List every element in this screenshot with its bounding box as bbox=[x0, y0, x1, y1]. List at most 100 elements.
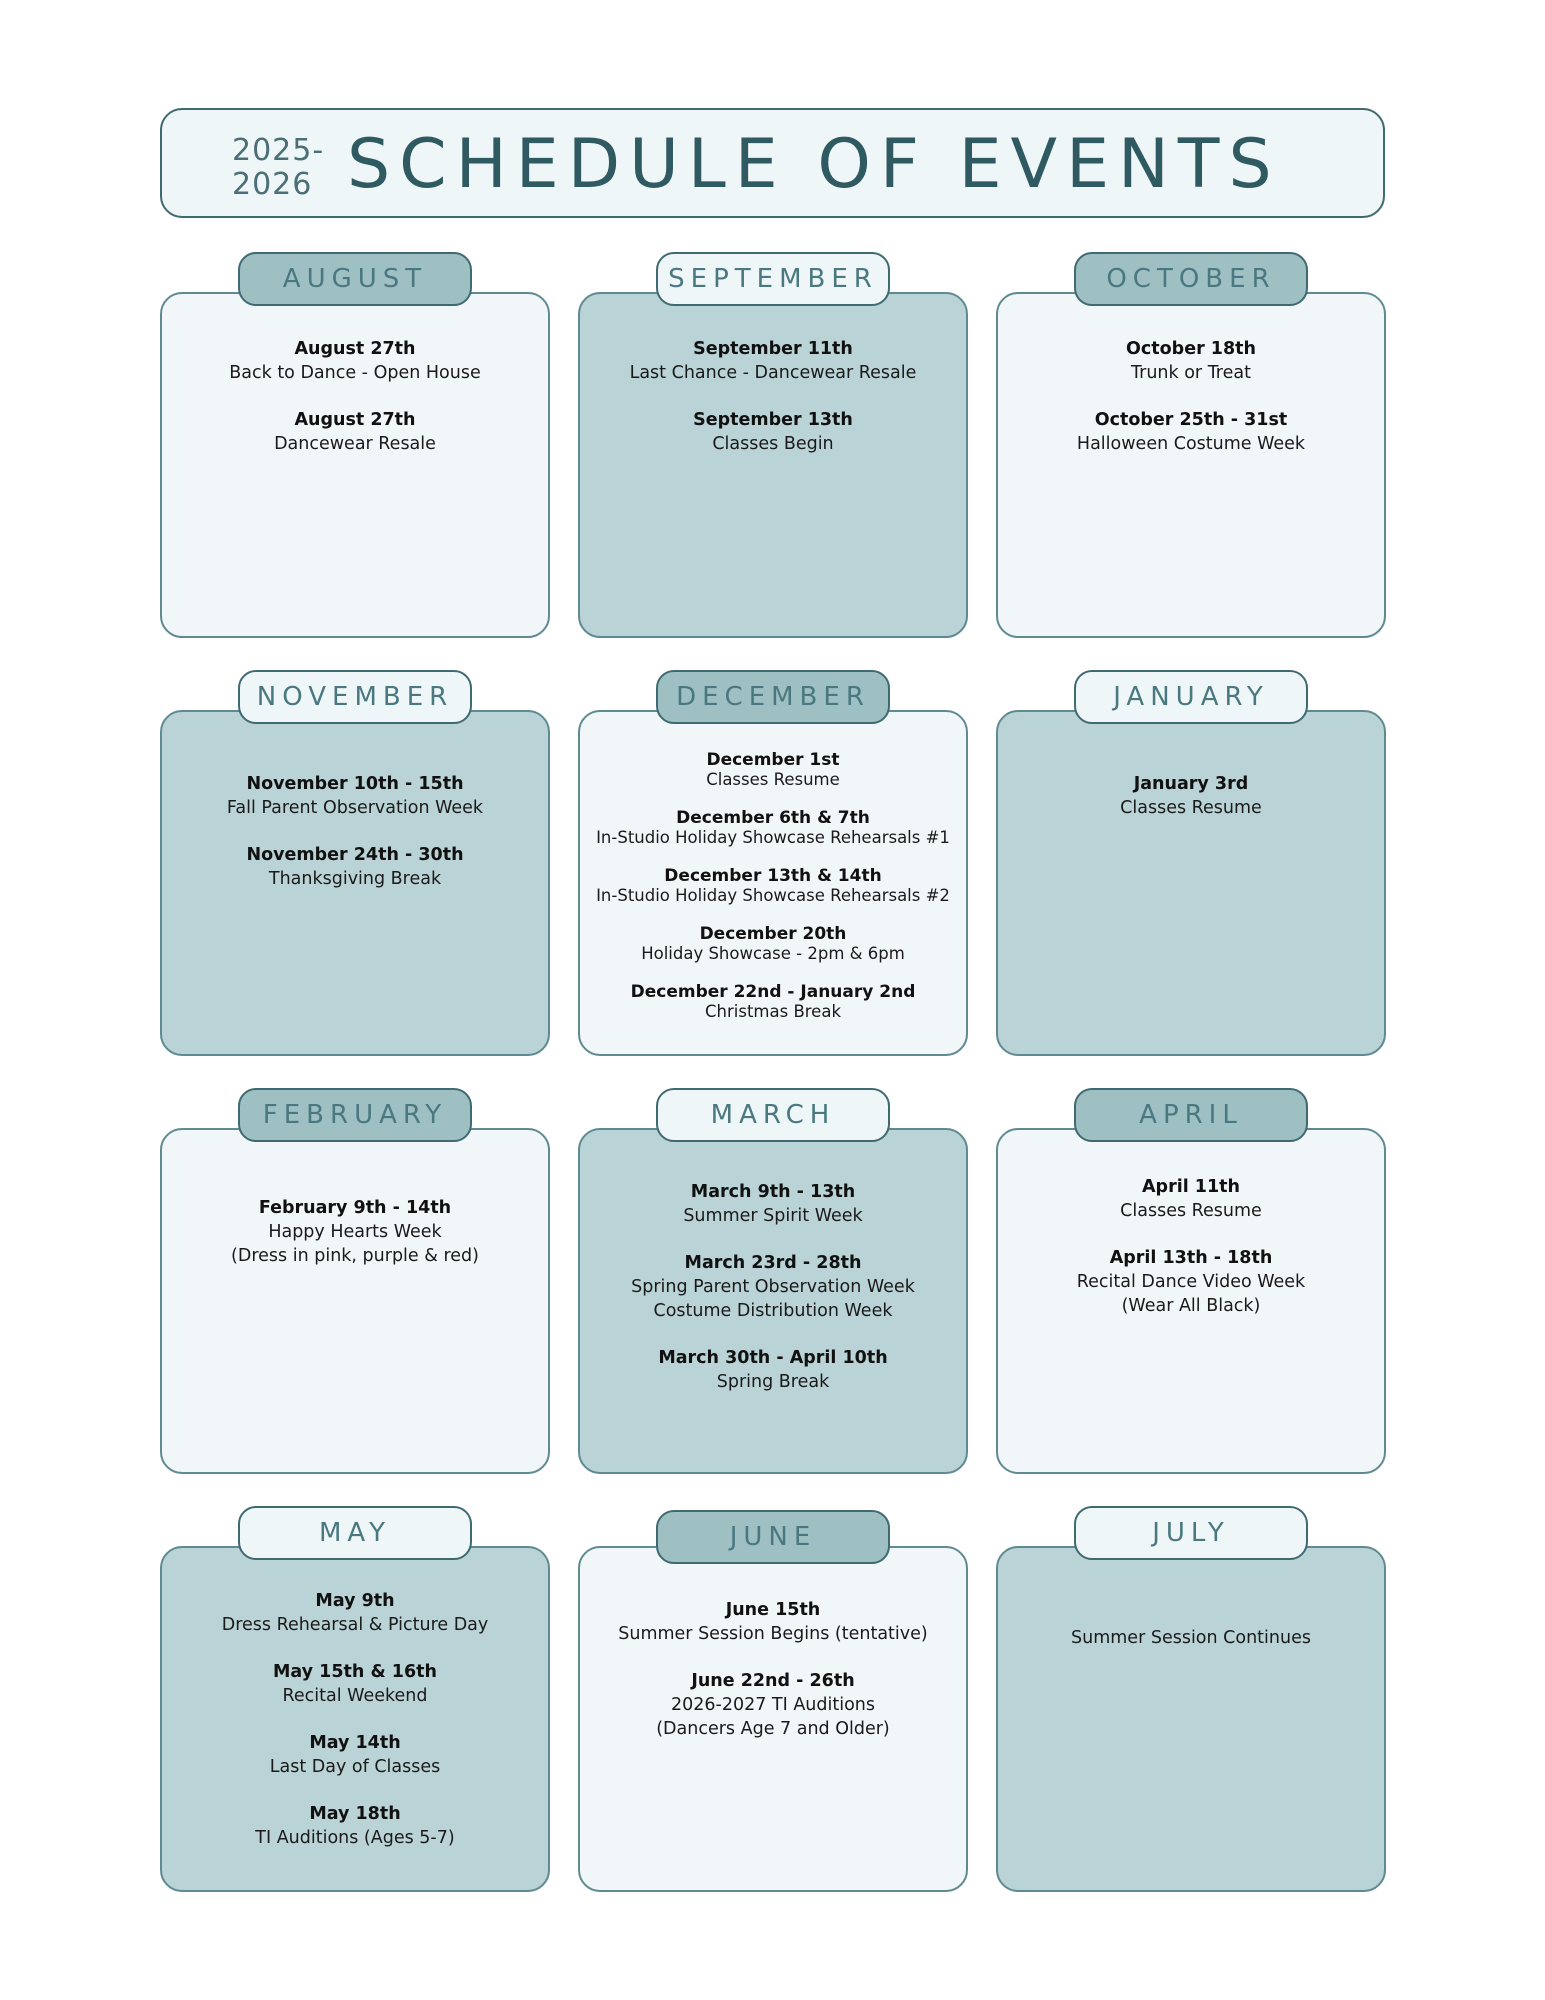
month-tab: JULY bbox=[1074, 1506, 1308, 1560]
event-date: May 14th bbox=[309, 1733, 401, 1753]
month-tab: NOVEMBER bbox=[238, 670, 472, 724]
event-date: March 9th - 13th bbox=[690, 1182, 856, 1202]
month-box bbox=[996, 292, 1386, 638]
event-description: Halloween Costume Week bbox=[1076, 434, 1306, 454]
event-description: Christmas Break bbox=[705, 1002, 841, 1021]
event-item: June 22nd - 26th 2026-2027 TI Auditions … bbox=[578, 1669, 968, 1741]
event-date: June 15th bbox=[725, 1600, 821, 1620]
event-item: Summer Session Continues bbox=[996, 1626, 1386, 1650]
event-item: March 30th - April 10th Spring Break bbox=[578, 1346, 968, 1394]
month-box bbox=[160, 1128, 550, 1474]
event-item: November 10th - 15th Fall Parent Observa… bbox=[160, 772, 550, 820]
event-item: January 3rd Classes Resume bbox=[996, 772, 1386, 820]
page-header: 2025- 2026 SCHEDULE OF EVENTS bbox=[160, 108, 1385, 218]
event-date: December 6th & 7th bbox=[676, 808, 870, 828]
month-tab: OCTOBER bbox=[1074, 252, 1308, 306]
year-end: 2026 bbox=[232, 167, 313, 202]
event-list: November 10th - 15th Fall Parent Observa… bbox=[160, 772, 550, 914]
month-tab: MARCH bbox=[656, 1088, 890, 1142]
event-date: November 10th - 15th bbox=[246, 774, 464, 794]
event-description: Spring Parent Observation Week bbox=[631, 1277, 915, 1297]
event-description: Recital Dance Video Week bbox=[1076, 1272, 1306, 1292]
month-card-september: SEPTEMBER September 11th Last Chance - D… bbox=[578, 252, 968, 652]
year-start: 2025- bbox=[232, 133, 325, 168]
month-box bbox=[578, 710, 968, 1056]
event-list: September 11th Last Chance - Dancewear R… bbox=[578, 337, 968, 479]
event-description: Last Day of Classes bbox=[269, 1757, 441, 1777]
event-item: May 9th Dress Rehearsal & Picture Day bbox=[160, 1589, 550, 1637]
month-card-june: JUNE June 15th Summer Session Begins (te… bbox=[578, 1506, 968, 1906]
event-description: Dress Rehearsal & Picture Day bbox=[221, 1615, 489, 1635]
event-note: (Dress in pink, purple & red) bbox=[231, 1246, 479, 1266]
event-description: Last Chance - Dancewear Resale bbox=[629, 363, 917, 383]
month-box bbox=[996, 1546, 1386, 1892]
event-description: Thanksgiving Break bbox=[268, 869, 442, 889]
month-box bbox=[996, 1128, 1386, 1474]
event-description: Back to Dance - Open House bbox=[229, 363, 481, 383]
event-date: August 27th bbox=[294, 339, 416, 359]
event-note: (Wear All Black) bbox=[1121, 1296, 1261, 1316]
event-description: Recital Weekend bbox=[282, 1686, 428, 1706]
event-description: Holiday Showcase - 2pm & 6pm bbox=[641, 944, 905, 963]
event-item: December 6th & 7th In-Studio Holiday Sho… bbox=[578, 808, 968, 848]
month-tab: FEBRUARY bbox=[238, 1088, 472, 1142]
event-item: April 11th Classes Resume bbox=[996, 1175, 1386, 1223]
event-item: August 27th Back to Dance - Open House bbox=[160, 337, 550, 385]
event-list: August 27th Back to Dance - Open House A… bbox=[160, 337, 550, 479]
month-card-march: MARCH March 9th - 13th Summer Spirit Wee… bbox=[578, 1088, 968, 1488]
month-card-july: JULY Summer Session Continues bbox=[996, 1506, 1386, 1906]
event-date: December 20th bbox=[699, 924, 847, 944]
event-date: April 11th bbox=[1142, 1177, 1240, 1197]
event-date: April 13th - 18th bbox=[1109, 1248, 1273, 1268]
event-date: October 18th bbox=[1126, 339, 1256, 359]
event-date: February 9th - 14th bbox=[258, 1198, 452, 1218]
event-description: In-Studio Holiday Showcase Rehearsals #2 bbox=[596, 886, 950, 905]
event-item: April 13th - 18th Recital Dance Video We… bbox=[996, 1246, 1386, 1318]
event-description: Classes Begin bbox=[712, 434, 834, 454]
event-description: Classes Resume bbox=[1120, 1201, 1262, 1221]
month-card-may: MAY May 9th Dress Rehearsal & Picture Da… bbox=[160, 1506, 550, 1906]
month-card-april: APRIL April 11th Classes Resume April 13… bbox=[996, 1088, 1386, 1488]
month-tab: AUGUST bbox=[238, 252, 472, 306]
month-card-february: FEBRUARY February 9th - 14th Happy Heart… bbox=[160, 1088, 550, 1488]
month-box bbox=[160, 292, 550, 638]
event-description: Spring Break bbox=[716, 1372, 830, 1392]
month-box bbox=[578, 1128, 968, 1474]
month-card-october: OCTOBER October 18th Trunk or Treat Octo… bbox=[996, 252, 1386, 652]
event-list: December 1st Classes Resume December 6th… bbox=[578, 750, 968, 1040]
event-description: Summer Spirit Week bbox=[683, 1206, 863, 1226]
event-description: Trunk or Treat bbox=[1131, 363, 1251, 383]
event-item: March 23rd - 28th Spring Parent Observat… bbox=[578, 1251, 968, 1323]
event-date: March 23rd - 28th bbox=[684, 1253, 862, 1273]
event-date: December 22nd - January 2nd bbox=[630, 982, 916, 1002]
event-item: December 13th & 14th In-Studio Holiday S… bbox=[578, 866, 968, 906]
event-description: Fall Parent Observation Week bbox=[226, 798, 484, 818]
event-date: November 24th - 30th bbox=[246, 845, 464, 865]
event-item: October 25th - 31st Halloween Costume We… bbox=[996, 408, 1386, 456]
event-description: TI Auditions (Ages 5-7) bbox=[255, 1828, 455, 1848]
event-item: October 18th Trunk or Treat bbox=[996, 337, 1386, 385]
month-box bbox=[996, 710, 1386, 1056]
event-description: 2026-2027 TI Auditions bbox=[670, 1695, 876, 1715]
month-tab: MAY bbox=[238, 1506, 472, 1560]
event-list: April 11th Classes Resume April 13th - 1… bbox=[996, 1175, 1386, 1341]
event-item: May 14th Last Day of Classes bbox=[160, 1731, 550, 1779]
event-date: December 13th & 14th bbox=[664, 866, 882, 886]
month-card-august: AUGUST August 27th Back to Dance - Open … bbox=[160, 252, 550, 652]
event-date: January 3rd bbox=[1133, 774, 1249, 794]
event-list: May 9th Dress Rehearsal & Picture Day Ma… bbox=[160, 1589, 550, 1873]
event-item: December 22nd - January 2nd Christmas Br… bbox=[578, 982, 968, 1022]
month-tab: DECEMBER bbox=[656, 670, 890, 724]
month-tab: APRIL bbox=[1074, 1088, 1308, 1142]
event-list: Summer Session Continues bbox=[996, 1626, 1386, 1673]
month-tab: JANUARY bbox=[1074, 670, 1308, 724]
event-date: June 22nd - 26th bbox=[691, 1671, 855, 1691]
event-item: September 13th Classes Begin bbox=[578, 408, 968, 456]
event-date: September 13th bbox=[693, 410, 853, 430]
event-item: May 15th & 16th Recital Weekend bbox=[160, 1660, 550, 1708]
month-card-november: NOVEMBER November 10th - 15th Fall Paren… bbox=[160, 670, 550, 1070]
event-list: January 3rd Classes Resume bbox=[996, 772, 1386, 843]
event-description: Dancewear Resale bbox=[274, 434, 436, 454]
event-item: May 18th TI Auditions (Ages 5-7) bbox=[160, 1802, 550, 1850]
event-description: Summer Session Begins (tentative) bbox=[618, 1624, 928, 1644]
